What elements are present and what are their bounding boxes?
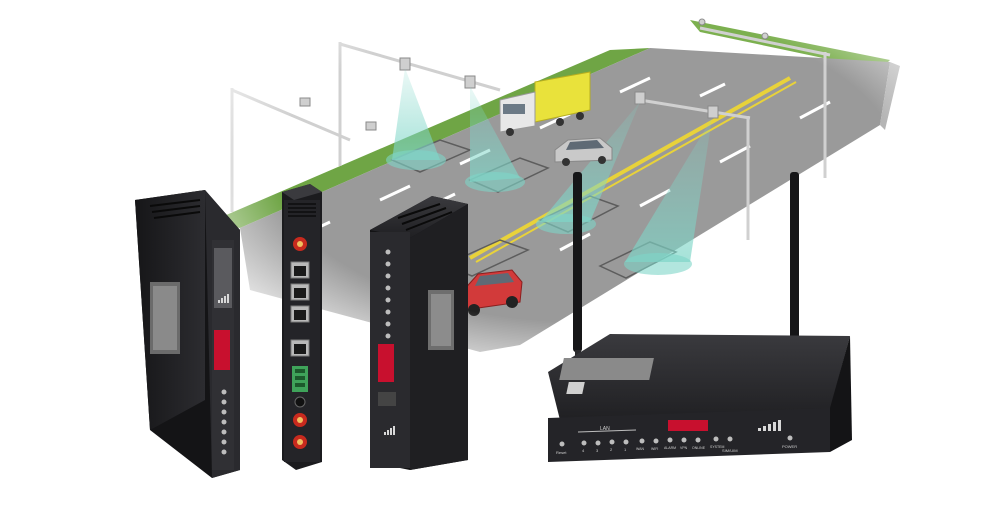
signal-bars-icon xyxy=(384,426,395,435)
label-port-2: 2 xyxy=(610,447,613,452)
led-indicators xyxy=(221,389,227,455)
dc-jack xyxy=(294,396,306,408)
led-indicators xyxy=(559,435,793,447)
signal-bars-icon xyxy=(218,294,229,303)
led-indicators xyxy=(385,249,391,339)
label-online: ONLINE xyxy=(692,446,706,450)
ethernet-port-icon xyxy=(290,261,310,357)
vent-grille-top xyxy=(288,203,316,217)
signal-bars-icon xyxy=(758,420,781,431)
label-alarm: ALARM xyxy=(664,446,676,450)
vent-grille xyxy=(397,203,453,231)
label-port-3: 3 xyxy=(596,448,599,453)
router-horizontal: LAN 4 3 2 1 Reset WAN WIFI ALARM VPN ONL… xyxy=(548,172,852,462)
label-power: POWER xyxy=(782,444,797,449)
label-sim-uim: SIM/UIM xyxy=(722,448,738,453)
front-panel xyxy=(212,240,234,470)
router-left-standing xyxy=(135,190,240,478)
label-vpn: VPN xyxy=(680,446,688,450)
terminal-block-icon xyxy=(292,366,308,392)
label-port-1: 1 xyxy=(624,447,627,452)
label-system: SYSTEM xyxy=(710,445,724,449)
brand-badge xyxy=(214,330,230,370)
front-labels: LAN 4 3 2 1 Reset WAN WIFI ALARM VPN ONL… xyxy=(556,426,797,455)
router-front-ports xyxy=(282,184,322,470)
device-label xyxy=(559,358,654,380)
label-lan: LAN xyxy=(600,426,610,432)
label-reset: Reset xyxy=(556,450,567,455)
vent-grille xyxy=(149,199,201,219)
router-center-standing xyxy=(370,196,468,470)
sma-connector-icon xyxy=(293,237,307,449)
label-port-4: 4 xyxy=(582,448,585,453)
brand-badge xyxy=(378,344,394,382)
label-wifi: WIFI xyxy=(651,447,658,451)
front-panel xyxy=(378,249,396,435)
brand-badge xyxy=(668,420,708,431)
label-wan: WAN xyxy=(636,447,645,451)
